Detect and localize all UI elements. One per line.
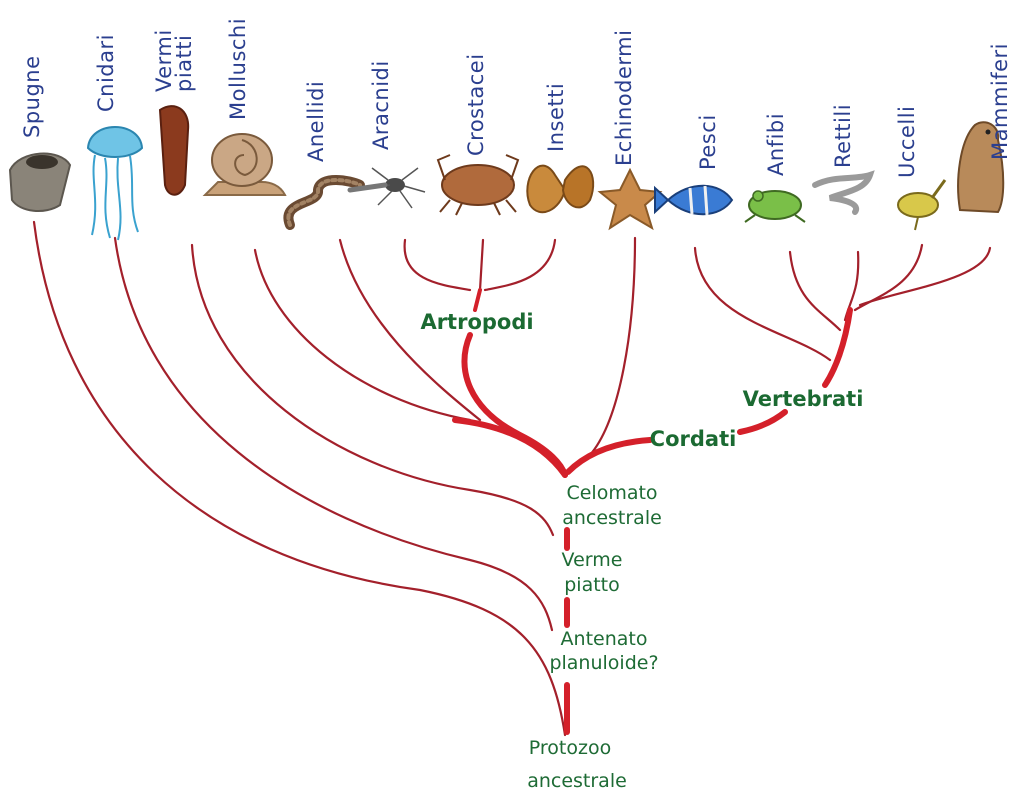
taxon-anellidi: Anellidi xyxy=(306,81,326,162)
chiocciola-illustration xyxy=(205,134,285,195)
branch-pesci xyxy=(695,248,830,360)
verme-piatto-illustration xyxy=(160,106,188,195)
branch-uccelli xyxy=(855,245,922,310)
branch-echinodermi xyxy=(590,238,635,455)
branch-cordati-main xyxy=(568,440,650,472)
taxon-insetti: Insetti xyxy=(546,83,566,152)
node-protozoo-line1: Protozoo xyxy=(529,736,611,760)
node-antenato-line1: Antenato xyxy=(561,627,648,651)
farfalla-illustration xyxy=(527,166,593,213)
node-artropodi: Artropodi xyxy=(420,310,533,334)
medusa-illustration xyxy=(88,127,142,240)
branch-vermi-piatti xyxy=(192,245,553,535)
granchio-illustration xyxy=(438,155,518,215)
branch-crostacei xyxy=(480,240,483,290)
taxon-aracnidi: Aracnidi xyxy=(371,60,391,150)
node-protozoo-line2: ancestrale xyxy=(527,769,627,793)
anellide-illustration xyxy=(288,180,360,225)
uccello-illustration xyxy=(898,180,945,230)
aracnide-illustration xyxy=(350,168,425,208)
taxon-uccelli: Uccelli xyxy=(897,106,917,178)
node-celomato-line2: ancestrale xyxy=(562,506,662,530)
rettile-illustration xyxy=(815,175,870,212)
taxon-molluschi: Molluschi xyxy=(228,18,248,120)
branch-anfibi xyxy=(790,252,840,330)
taxon-anfibi: Anfibi xyxy=(766,113,786,176)
node-antenato-line2: planuloide? xyxy=(549,651,658,675)
branch-spugne xyxy=(34,222,565,735)
node-verme-line2: piatto xyxy=(564,573,620,597)
node-vertebrati: Vertebrati xyxy=(743,387,864,411)
node-cordati: Cordati xyxy=(650,427,737,451)
taxon-mammiferi: Mammiferi xyxy=(990,43,1010,160)
rana-illustration xyxy=(745,191,805,222)
taxon-pesci: Pesci xyxy=(698,114,718,170)
taxon-cnidari: Cnidari xyxy=(96,34,116,112)
branch-aracnidi xyxy=(405,240,470,290)
node-celomato-line1: Celomato xyxy=(566,481,657,505)
taxon-rettili: Rettili xyxy=(833,104,853,168)
node-verme-line1: Verme xyxy=(562,548,623,572)
taxon-vermi-piatti: Vermi piatti xyxy=(154,29,194,92)
branch-vertebrati-link xyxy=(740,412,785,432)
taxon-spugne: Spugne xyxy=(22,55,42,138)
spugna-illustration xyxy=(10,154,70,212)
taxon-crostacei: Crostacei xyxy=(466,53,486,156)
stella-marina-illustration xyxy=(600,170,660,228)
pesce-illustration xyxy=(655,186,732,215)
branch-artropodi-stem xyxy=(475,290,480,310)
branch-molluschi xyxy=(255,250,470,420)
branch-insetti xyxy=(485,240,555,290)
taxon-echinodermi: Echinodermi xyxy=(614,30,634,166)
